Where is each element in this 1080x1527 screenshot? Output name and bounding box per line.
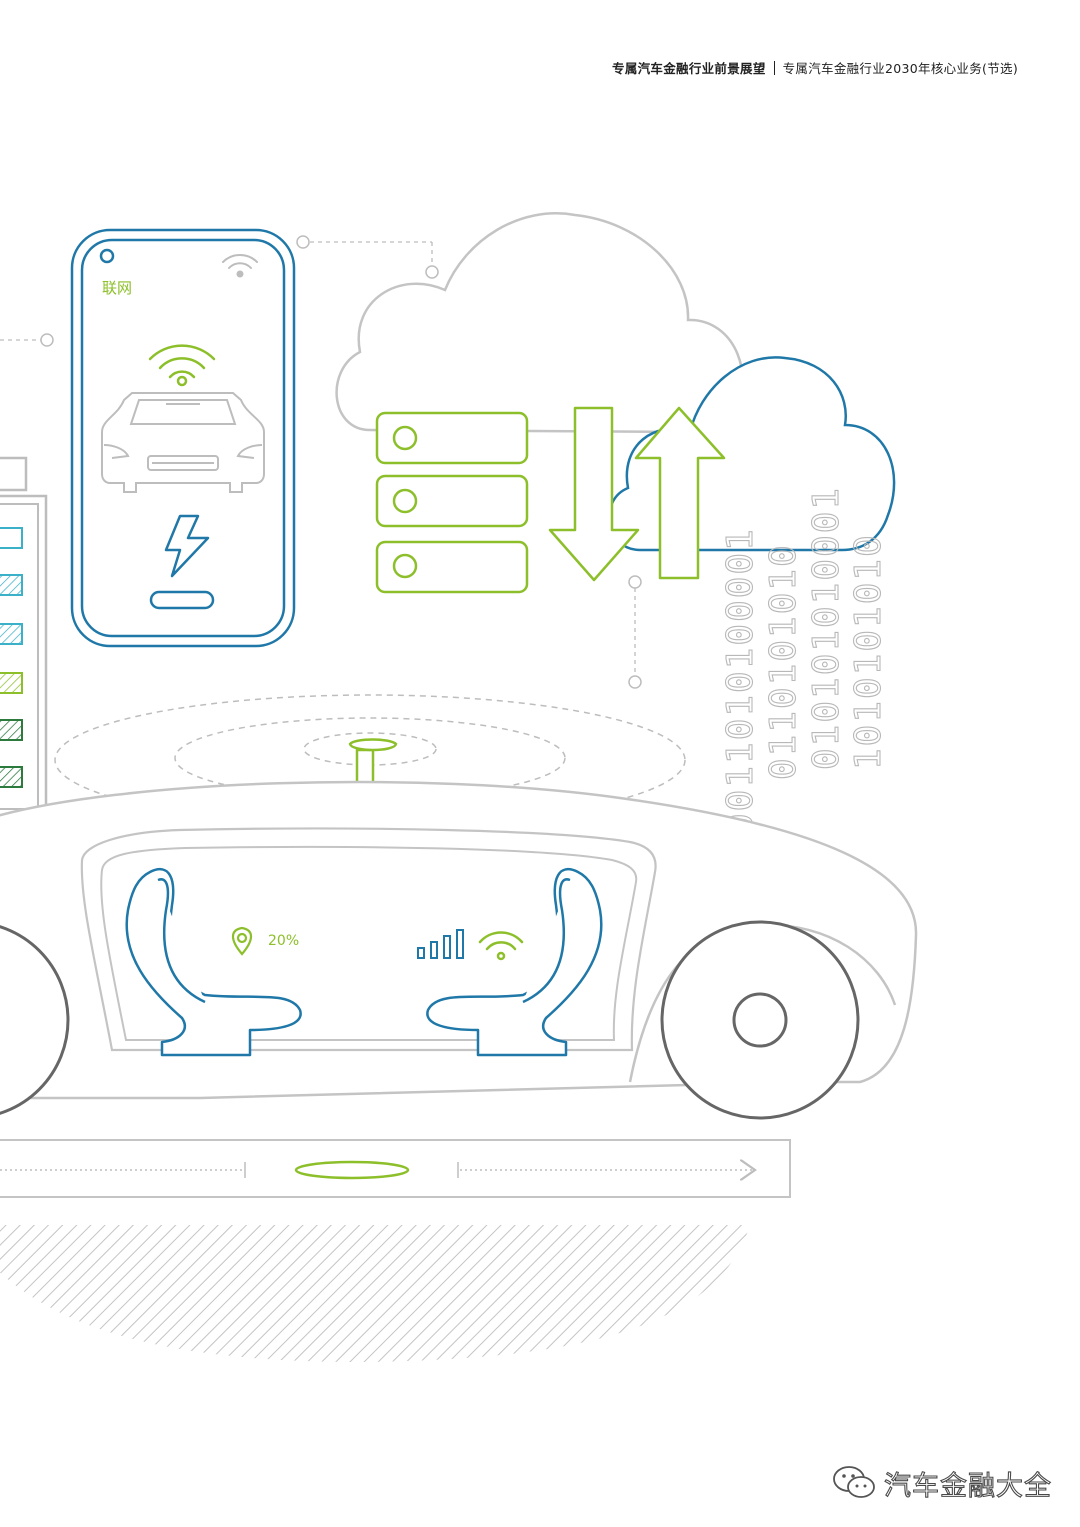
seat-left-icon [125, 868, 302, 1057]
location-pin-icon [231, 926, 253, 956]
upload-arrow-icon [634, 406, 726, 580]
binary-column-2: 0110101010 [763, 543, 804, 780]
watermark-text: 汽车金融大全 [883, 1470, 1052, 1502]
location-percent: 20% [268, 933, 299, 949]
wifi-icon [478, 931, 524, 961]
header-subsection: 专属汽车金融行业2030年核心业务(节选) [782, 61, 1018, 76]
signal-bars-icon [417, 929, 464, 959]
download-arrow-icon [548, 406, 640, 582]
binary-column-1: 0011010100001 [720, 527, 761, 835]
watermark: 汽车金融大全 [832, 1460, 1062, 1510]
wechat-icon [833, 1466, 875, 1498]
car-icon [101, 392, 265, 493]
binary-code: 0011010100001 0110101010 010101010001 10… [719, 485, 889, 835]
header-divider [773, 61, 775, 75]
connector-nodes [40, 235, 642, 689]
antenna-icon [348, 738, 398, 787]
home-button [149, 590, 215, 610]
camera-icon [99, 248, 115, 264]
binary-column-3: 010101010001 [806, 486, 847, 770]
dashed-connectors [0, 241, 636, 676]
wheel-front [660, 920, 860, 1120]
phone-label: 联网 [102, 279, 132, 297]
header-section: 专属汽车金融行业前景展望 [612, 61, 766, 76]
wifi-icon [222, 253, 258, 278]
wifi-icon [148, 344, 216, 387]
server-stack-icon [375, 411, 529, 594]
binary-column-4: 1010101010 [848, 533, 889, 770]
lightning-icon [164, 514, 210, 578]
smartphone: 联网 [70, 228, 296, 648]
road-strip [0, 1139, 791, 1198]
ground-hatch [0, 1225, 750, 1362]
seat-right-icon [426, 868, 603, 1057]
charging-pad-icon [294, 1160, 410, 1180]
wheel-rear [0, 925, 70, 1115]
cloud-gray [335, 212, 744, 434]
battery-icon [0, 456, 48, 823]
page-header: 专属汽车金融行业前景展望 专属汽车金融行业2030年核心业务(节选) [612, 58, 1018, 77]
